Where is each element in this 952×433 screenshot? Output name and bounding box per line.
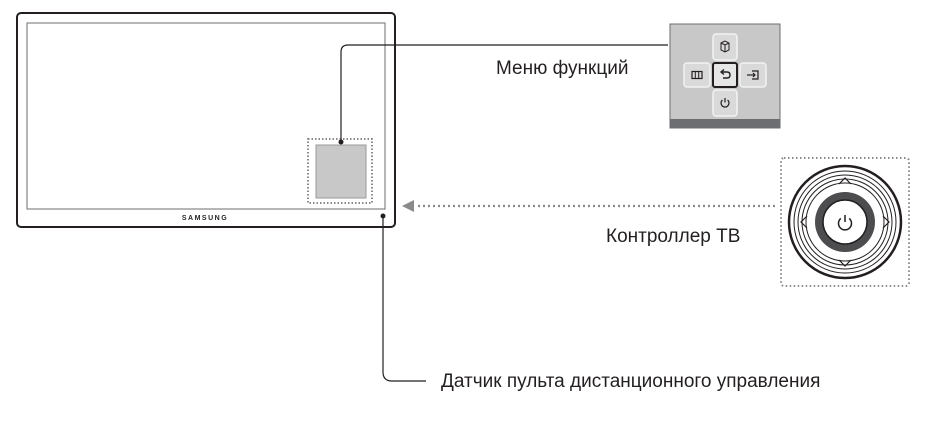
power-icon [837, 215, 853, 231]
remote-sensor-leader-line [382, 216, 426, 382]
tv-controller [780, 157, 910, 287]
menu-button-center[interactable] [712, 62, 738, 88]
arrow-right-icon [882, 215, 890, 229]
arrow-down-icon [838, 259, 852, 267]
columns-icon [691, 70, 703, 80]
function-menu-leader-line [340, 44, 668, 142]
menu-button-left[interactable] [683, 62, 711, 88]
controller-pointer-arrow [402, 200, 778, 212]
arrow-up-icon [838, 177, 852, 185]
function-menu-footer-bar [670, 119, 780, 128]
arrowhead-left-icon [402, 200, 414, 212]
arrow-left-icon [800, 215, 808, 229]
tv-controller-label: Контроллер ТВ [606, 226, 741, 247]
3d-cube-icon [720, 40, 730, 53]
controller-area-square [315, 144, 367, 199]
function-menu-panel [669, 23, 781, 129]
return-icon [719, 68, 731, 79]
tv-brand-logo: SAMSUNG [182, 215, 228, 222]
screen-controller-area [307, 138, 373, 204]
menu-button-bottom[interactable] [712, 89, 738, 117]
power-icon [720, 98, 730, 108]
function-menu-label: Меню функций [496, 58, 629, 79]
controller-dotted-frame [780, 157, 910, 287]
source-input-icon [747, 70, 759, 80]
remote-sensor-label: Датчик пульта дистанционного управления [441, 371, 821, 392]
tv-monitor: SAMSUNG [16, 12, 396, 228]
controller-area-dotted-frame [307, 138, 373, 204]
